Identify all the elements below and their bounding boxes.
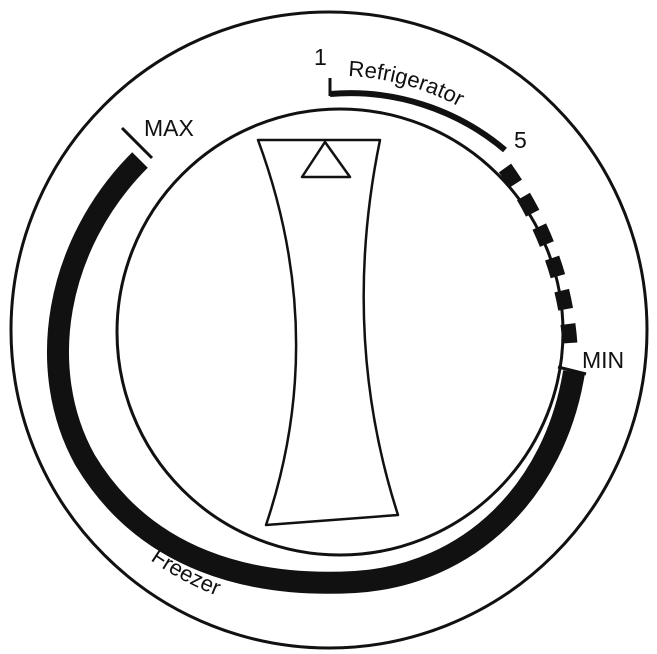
dial-outer-ring	[9, 10, 649, 650]
min-label: MIN	[582, 347, 624, 373]
refrigerator-range-arc	[329, 90, 507, 153]
refrigerator-min-mark: 1	[314, 44, 327, 70]
max-label: MAX	[144, 115, 194, 141]
min-tick-mark	[557, 365, 587, 376]
knob-pointer-triangle-icon	[300, 140, 352, 179]
refrigerator-max-mark: 5	[514, 127, 527, 153]
freezer-range-arc	[46, 152, 585, 594]
max-tick-mark	[120, 126, 154, 160]
knob-grip-handle[interactable]	[256, 138, 400, 527]
